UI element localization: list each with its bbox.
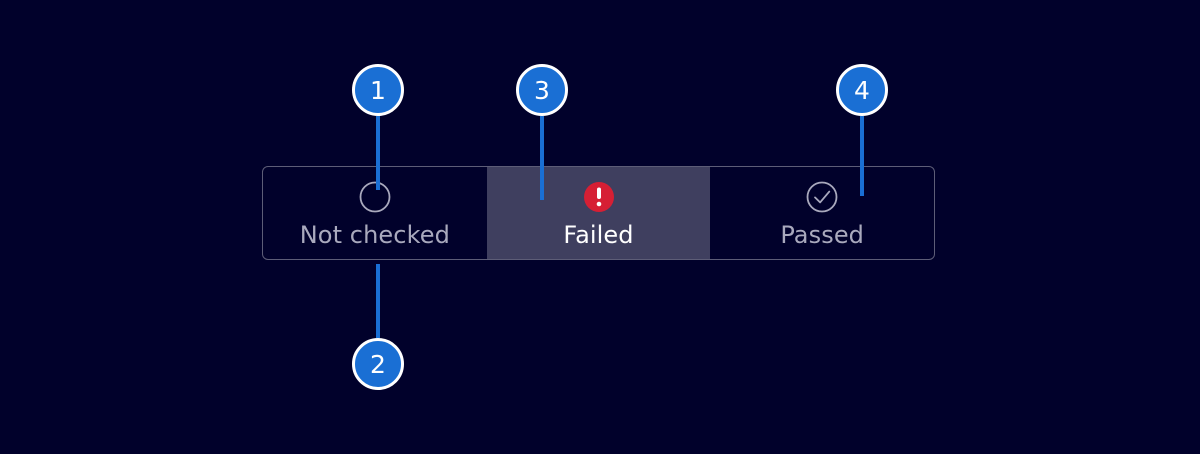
segment-not-checked[interactable]: Not checked	[263, 167, 487, 259]
segment-failed[interactable]: Failed	[486, 167, 711, 259]
check-status-segmented-control[interactable]: Not checked Failed Passed	[262, 166, 935, 260]
check-circle-icon	[805, 180, 839, 214]
empty-circle-icon	[358, 180, 392, 214]
error-exclamation-icon	[582, 180, 616, 214]
callout-3-badge[interactable]: 3	[516, 64, 568, 116]
segment-label-not-checked: Not checked	[299, 220, 450, 249]
callout-1-badge[interactable]: 1	[352, 64, 404, 116]
callout-2-badge[interactable]: 2	[352, 338, 404, 390]
callout-4-badge[interactable]: 4	[836, 64, 888, 116]
callout-4-leader-line	[860, 116, 864, 196]
segment-label-passed: Passed	[780, 220, 865, 249]
callout-3-number: 3	[534, 75, 550, 105]
callout-1-leader-line	[376, 116, 380, 190]
segment-passed[interactable]: Passed	[710, 167, 934, 259]
callout-2-leader-line	[376, 264, 380, 338]
callout-2-number: 2	[370, 349, 386, 379]
callout-4-number: 4	[854, 75, 870, 105]
callout-1-number: 1	[370, 75, 386, 105]
segment-label-failed: Failed	[563, 220, 634, 249]
callout-3-leader-line	[540, 116, 544, 200]
